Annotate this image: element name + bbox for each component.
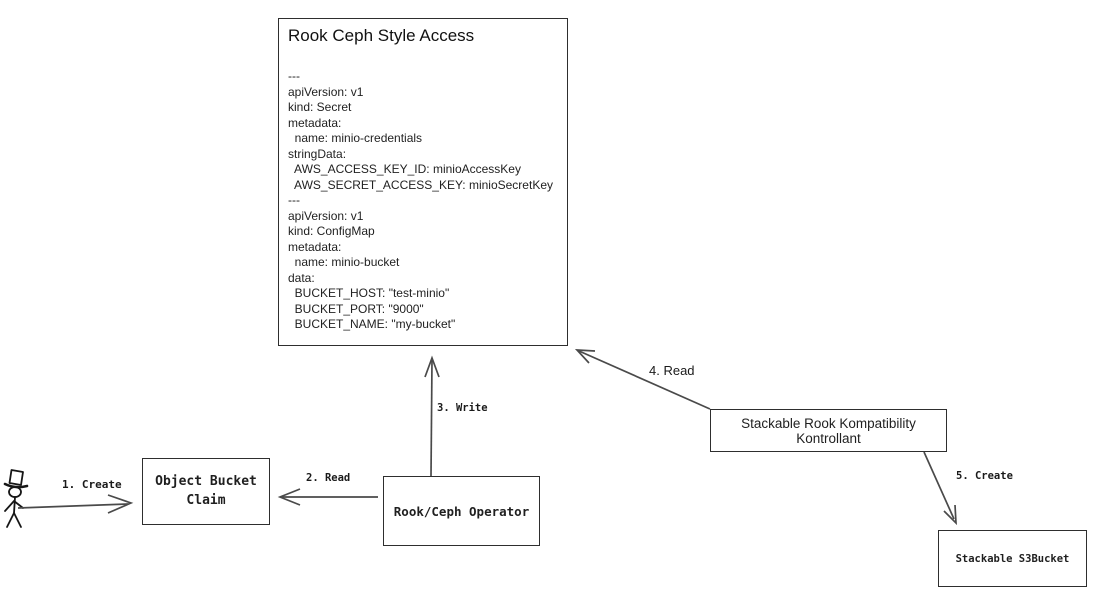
yaml-line: --- — [288, 193, 300, 207]
yaml-line: --- — [288, 69, 300, 83]
stick-figure-user-icon — [3, 469, 29, 528]
yaml-line: BUCKET_NAME: "my-bucket" — [288, 317, 456, 331]
yaml-line: apiVersion: v1 — [288, 208, 364, 223]
edge-label-3-write: 3. Write — [437, 402, 488, 414]
arrow-1-create — [17, 494, 134, 514]
yaml-line: name: minio-credentials — [288, 131, 423, 145]
yaml-line: metadata: — [288, 239, 342, 254]
edge-label-5-create: 5. Create — [956, 470, 1013, 482]
main-box-title: Rook Ceph Style Access — [288, 26, 475, 45]
yaml-line: metadata: — [288, 115, 342, 130]
yaml-line: AWS_ACCESS_KEY_ID: minioAccessKey — [288, 162, 521, 176]
yaml-line: name: minio-bucket — [288, 255, 400, 269]
rook-ceph-operator-label: Rook/Ceph Operator — [393, 503, 530, 519]
stackable-kontrollant-label: Stackable Rook Kompatibility Kontrollant — [741, 415, 916, 446]
yaml-line: BUCKET_PORT: "9000" — [288, 301, 424, 316]
yaml-line: data: — [288, 270, 315, 285]
stackable-s3bucket-label: Stackable S3Bucket — [955, 552, 1070, 565]
rook-ceph-style-access-box: Rook Ceph Style Access --- apiVersion: v… — [278, 18, 568, 346]
arrow-4-read — [574, 349, 711, 410]
yaml-content: --- apiVersion: v1 kind: Secret metadata… — [288, 69, 565, 333]
arrow-2-read — [277, 488, 378, 506]
yaml-line: BUCKET_HOST: "test-minio" — [288, 286, 450, 300]
yaml-line: AWS_SECRET_ACCESS_KEY: minioSecretKey — [288, 177, 553, 192]
stackable-rook-kompatibility-kontrollant-node: Stackable Rook Kompatibility Kontrollant — [710, 409, 947, 452]
arrow-5-create — [923, 451, 957, 526]
arrow-3-write — [424, 355, 440, 477]
object-bucket-claim-node: Object Bucket Claim — [142, 458, 270, 525]
edge-label-1-create: 1. Create — [62, 478, 122, 491]
yaml-line: apiVersion: v1 — [288, 84, 364, 99]
yaml-line: kind: ConfigMap — [288, 224, 375, 238]
object-bucket-claim-label: Object Bucket Claim — [155, 474, 257, 508]
stackable-s3bucket-node: Stackable S3Bucket — [938, 530, 1087, 587]
edge-label-4-read: 4. Read — [649, 363, 695, 378]
edge-label-2-read: 2. Read — [306, 472, 351, 484]
yaml-line: stringData: — [288, 146, 347, 161]
yaml-line: kind: Secret — [288, 100, 352, 114]
rook-ceph-operator-node: Rook/Ceph Operator — [383, 476, 540, 546]
